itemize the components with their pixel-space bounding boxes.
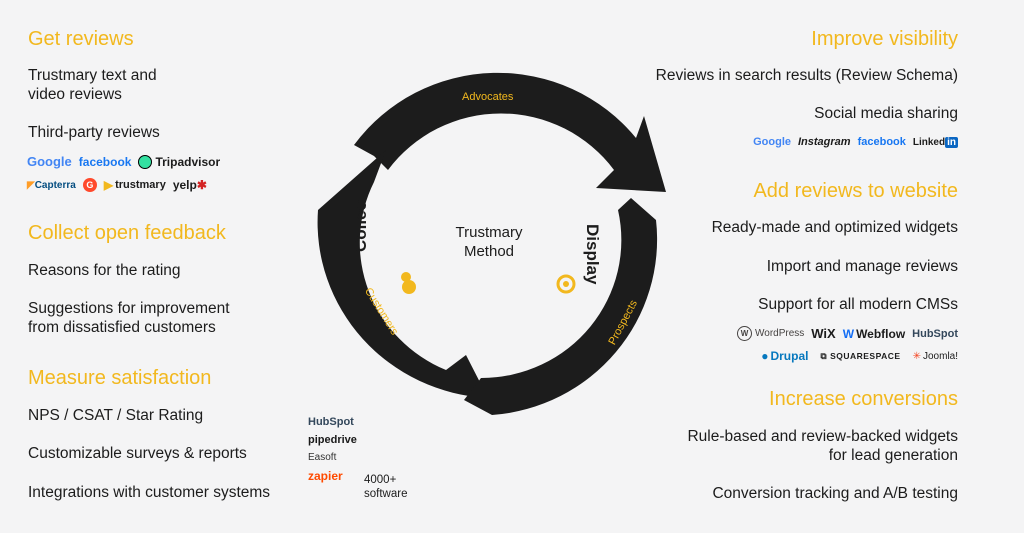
suggestions-text: Suggestions for improvement from dissati… (28, 299, 230, 337)
measure-satisfaction-heading: Measure satisfaction (28, 367, 212, 389)
integrations-text: Integrations with customer systems (28, 484, 271, 501)
collect-label: Collect (351, 195, 370, 252)
widgets-text: Ready-made and optimized widgets (711, 219, 958, 236)
joomla-mark-icon: ✳ (912, 350, 921, 362)
import-text: Import and manage reviews (766, 258, 958, 275)
g2-logo: G (82, 178, 97, 192)
suggestions-line2: from dissatisfied customers (28, 319, 216, 336)
advocates-arc (354, 72, 666, 192)
social-sharing-text: Social media sharing (814, 105, 958, 122)
tripadvisor-owl-icon (138, 154, 153, 169)
hubspot-logo: HubSpot (912, 327, 958, 340)
wix-logo: WiX (811, 326, 836, 341)
display-label: Display (583, 224, 602, 285)
google-logo: Google (27, 154, 72, 169)
trustmary-cycle-diagram: Advocates Customers Prospects Trustmary … (317, 72, 666, 415)
capterra-logo: ◤Capterra (27, 179, 76, 191)
facebook-logo: facebook (78, 154, 132, 169)
get-reviews-heading: Get reviews (28, 28, 134, 50)
drupal-drop-icon: ● (761, 349, 769, 363)
instagram-logo: Instagram (798, 136, 851, 148)
method-title-line2: Method (464, 243, 514, 260)
easoft-logo: Easoft (308, 452, 337, 463)
zapier-logo: zapier (308, 469, 343, 483)
tripadvisor-logo: Tripadvisor (138, 154, 220, 169)
facebook-logo: facebook (857, 136, 906, 148)
software-count-label: software (364, 488, 408, 500)
collect-icon (401, 272, 416, 294)
add-reviews-heading: Add reviews to website (753, 180, 958, 202)
integration-logos: HubSpot pipedrive Easoft zapier (308, 416, 357, 483)
webflow-logo: W Webflow (842, 326, 906, 341)
trustmary-reviews-line1: Trustmary text and (28, 67, 157, 84)
wordpress-logo: W WordPress (737, 326, 804, 341)
pipedrive-logo: pipedrive (308, 434, 357, 446)
nps-text: NPS / CSAT / Star Rating (28, 407, 204, 424)
display-icon (556, 274, 576, 294)
yelp-logo: yelp✱ (172, 178, 207, 192)
trustmary-logo: ▶ trustmary (103, 178, 166, 192)
reasons-text: Reasons for the rating (28, 262, 181, 279)
rule-based-line2: for lead generation (828, 447, 958, 464)
rule-based-line1: Rule-based and review-backed widgets (687, 428, 958, 445)
joomla-logo: ✳ Joomla! (912, 350, 958, 362)
yelp-burst-icon: ✱ (196, 178, 207, 192)
linkedin-in-icon: in (945, 136, 958, 148)
cms-logos-row1: W WordPress WiX W Webflow HubSpot (737, 326, 958, 341)
review-platform-logos-row1: Google facebook Tripadvisor (27, 154, 220, 169)
third-party-reviews-text: Third-party reviews (28, 124, 160, 141)
trustmary-mark-icon: ▶ (103, 178, 114, 192)
method-title-line1: Trustmary (456, 224, 523, 241)
hubspot-logo: HubSpot (308, 416, 354, 428)
customers-arc (317, 150, 488, 398)
squarespace-mark-icon: ⧉ (820, 350, 828, 361)
squarespace-logo: ⧉ SQUARESPACE (820, 350, 901, 362)
review-platform-logos-row2: ◤Capterra G ▶ trustmary yelp✱ (27, 178, 207, 192)
capterra-arrow-icon: ◤ (27, 179, 35, 191)
cms-text: Support for all modern CMSs (758, 296, 958, 313)
software-count-number: 4000+ (364, 474, 397, 486)
advocates-label: Advocates (462, 91, 514, 103)
collect-feedback-heading: Collect open feedback (28, 222, 226, 244)
google-logo: Google (753, 136, 791, 148)
increase-conversions-heading: Increase conversions (769, 388, 958, 410)
software-count: 4000+ software (364, 473, 407, 501)
review-schema-text: Reviews in search results (Review Schema… (655, 67, 958, 84)
wordpress-w-icon: W (737, 326, 752, 341)
prospects-arc (464, 198, 658, 415)
trustmary-reviews-text: Trustmary text and video reviews (28, 66, 157, 104)
suggestions-line1: Suggestions for improvement (28, 300, 230, 317)
trustmary-reviews-line2: video reviews (28, 86, 122, 103)
improve-visibility-heading: Improve visibility (811, 28, 958, 50)
rule-based-widgets-text: Rule-based and review-backed widgets for… (687, 427, 958, 465)
drupal-logo: ● Drupal (761, 349, 809, 363)
surveys-text: Customizable surveys & reports (28, 445, 247, 462)
webflow-w-icon: W (842, 326, 855, 341)
conversion-tracking-text: Conversion tracking and A/B testing (712, 485, 958, 502)
cms-logos-row2: ● Drupal ⧉ SQUARESPACE ✳ Joomla! (761, 349, 958, 363)
